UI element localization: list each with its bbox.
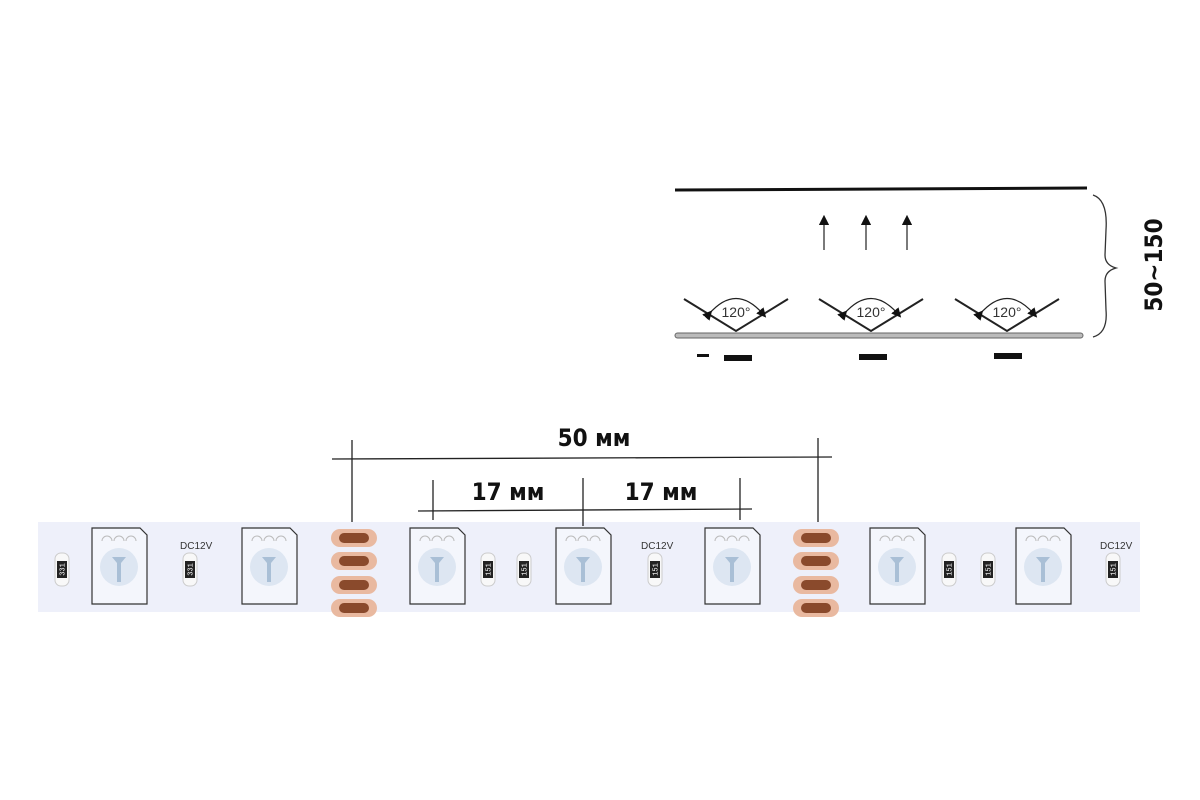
resistor-code: 151 (522, 563, 530, 576)
solder-pad[interactable] (331, 576, 377, 594)
led-mark (859, 354, 887, 360)
resistor-code: 151 (1111, 563, 1119, 576)
smd-resistor: 151 (516, 552, 532, 587)
beam-angle-label: 120° (722, 304, 751, 320)
dimension-line (417, 508, 753, 512)
smd-led-5050 (869, 527, 926, 605)
pitch-label: 17 мм (472, 478, 545, 506)
resistor-code: 151 (653, 563, 661, 576)
segment-dimension (331, 438, 833, 522)
smd-led-5050 (241, 527, 298, 605)
smd-led-5050 (555, 527, 612, 605)
smd-resistor: 151 (480, 552, 496, 587)
smd-led-5050 (91, 527, 148, 605)
led-mark (697, 354, 709, 357)
solder-pad[interactable] (793, 576, 839, 594)
solder-pad[interactable] (793, 529, 839, 547)
resistor-code: 151 (986, 563, 994, 576)
beam-cone: 120° (818, 298, 924, 333)
pitch-dimension (417, 478, 753, 526)
smd-resistor: 331 (182, 552, 198, 587)
distance-label: 50~150 (1140, 218, 1168, 311)
segment-length-label: 50 мм (558, 424, 631, 452)
light-direction-arrows (818, 214, 913, 250)
resistor-code: 331 (60, 563, 68, 576)
solder-pad[interactable] (793, 552, 839, 570)
distance-brace (1092, 194, 1119, 338)
strip-side-view (674, 332, 1084, 339)
beam-angle-label: 120° (857, 304, 886, 320)
smd-resistor: 151 (980, 552, 996, 587)
led-mark (994, 353, 1022, 359)
smd-resistor: 151 (647, 552, 663, 587)
pitch-label: 17 мм (625, 478, 698, 506)
voltage-label: DC12V (641, 541, 674, 552)
smd-resistor: 151 (941, 552, 957, 587)
beam-cone: 120° (683, 298, 789, 333)
resistor-code: 151 (947, 563, 955, 576)
solder-pad[interactable] (793, 599, 839, 617)
angle-arc-icon (702, 298, 767, 321)
solder-pad[interactable] (331, 529, 377, 547)
led-mark (724, 355, 752, 361)
angle-arc-icon (973, 298, 1038, 321)
target-surface-line (674, 186, 1088, 192)
resistor-code: 331 (188, 563, 196, 576)
beam-edges (683, 298, 789, 333)
beam-angle-diagram: 120° 120° 120° 50~150 (674, 186, 1168, 361)
smd-resistor: 151 (1105, 552, 1121, 587)
dimension-line (331, 456, 833, 460)
beam-edges (954, 298, 1060, 333)
beam-cone: 120° (954, 298, 1060, 333)
beam-angle-label: 120° (993, 304, 1022, 320)
solder-pad[interactable] (331, 552, 377, 570)
smd-led-5050 (409, 527, 466, 605)
smd-led-5050 (1015, 527, 1072, 605)
smd-resistor: 331 (54, 552, 70, 587)
smd-led-5050 (704, 527, 761, 605)
voltage-label: DC12V (1100, 541, 1133, 552)
angle-arc-icon (837, 298, 902, 321)
resistor-code: 151 (486, 563, 494, 576)
solder-pad[interactable] (331, 599, 377, 617)
voltage-label: DC12V (180, 541, 213, 552)
beam-edges (818, 298, 924, 333)
